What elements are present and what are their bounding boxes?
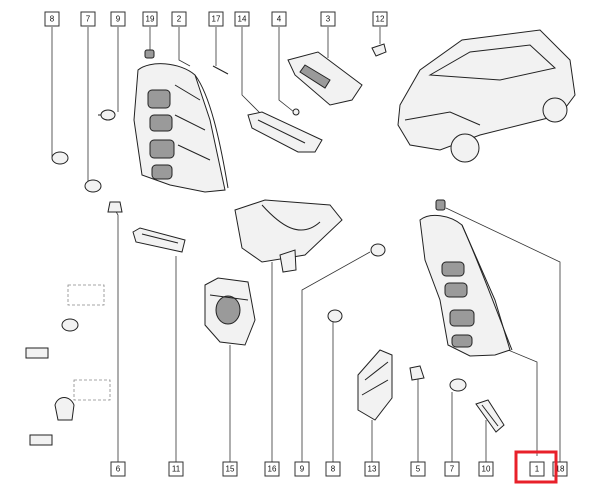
callouts-bottom: 6 11 15 16 9 8 13 5 7 10 1 18 [110,461,568,477]
callout-top-9: 9 [110,11,126,27]
plate-lamp-housing [247,111,323,153]
callout-top-8: 8 [44,11,60,27]
clip-6 [107,201,123,213]
svg-text:1: 1 [535,465,540,474]
rear-lamp-right [419,199,513,357]
leader-lines [51,27,561,462]
svg-text:18: 18 [556,465,565,474]
bulbs-left [51,49,229,213]
svg-text:17: 17 [212,15,221,24]
callout-bottom-5: 5 [410,461,426,477]
svg-text:6: 6 [116,465,121,474]
screw-4 [292,108,300,116]
bulb-9-left [100,109,116,121]
callout-top-3: 3 [320,11,336,27]
svg-text:10: 10 [482,465,491,474]
callout-bottom-8: 8 [325,461,341,477]
clip-19 [144,49,155,59]
svg-text:12: 12 [376,15,385,24]
svg-text:19: 19 [146,15,155,24]
bulb-8-left [51,151,69,165]
lamp-unit [204,277,256,346]
svg-text:16: 16 [268,465,277,474]
clip-5 [409,365,425,381]
svg-text:9: 9 [116,15,121,24]
callout-top-2: 2 [171,11,187,27]
callout-top-7: 7 [80,11,96,27]
bulb-7-right [449,378,467,392]
callout-bottom-10: 10 [478,461,494,477]
callout-bottom-7: 7 [444,461,460,477]
third-brake-light [287,43,387,116]
clip-18 [435,199,446,211]
callout-bottom-11: 11 [168,461,184,477]
vehicle-illustration [397,29,576,163]
callout-bottom-6: 6 [110,461,126,477]
svg-text:13: 13 [368,465,377,474]
callout-bottom-9: 9 [294,461,310,477]
callout-top-19: 19 [142,11,158,27]
rear-lamp-left [133,63,229,193]
reflector-strip [132,227,186,253]
bulb-8-right [327,309,343,323]
reflector-10 [475,399,505,433]
svg-text:8: 8 [50,15,55,24]
callouts-top: 8 7 9 19 2 17 14 4 3 12 [44,11,388,27]
callout-bottom-16: 16 [264,461,280,477]
svg-text:15: 15 [226,465,235,474]
svg-text:9: 9 [300,465,305,474]
pin-17 [212,65,229,75]
lamp-housing-center [234,199,343,273]
highlight-frame [514,450,558,484]
callout-top-17: 17 [208,11,224,27]
svg-text:11: 11 [172,465,181,474]
bulbs-right [327,243,467,392]
svg-text:2: 2 [177,15,182,24]
svg-text:4: 4 [277,15,282,24]
svg-text:7: 7 [86,15,91,24]
svg-text:3: 3 [326,15,331,24]
svg-text:7: 7 [450,465,455,474]
callout-top-14: 14 [234,11,250,27]
lens-13 [357,349,393,421]
callout-top-4: 4 [271,11,287,27]
callout-bottom-13: 13 [364,461,380,477]
bulb-reference-left [25,284,111,446]
svg-text:14: 14 [238,15,247,24]
callout-bottom-1: 1 [529,461,545,477]
clip-12 [371,43,387,57]
callout-top-12: 12 [372,11,388,27]
svg-text:8: 8 [331,465,336,474]
bulb-9-right [370,243,386,257]
callout-bottom-15: 15 [222,461,238,477]
bulb-7-left [84,179,102,193]
svg-text:5: 5 [416,465,421,474]
